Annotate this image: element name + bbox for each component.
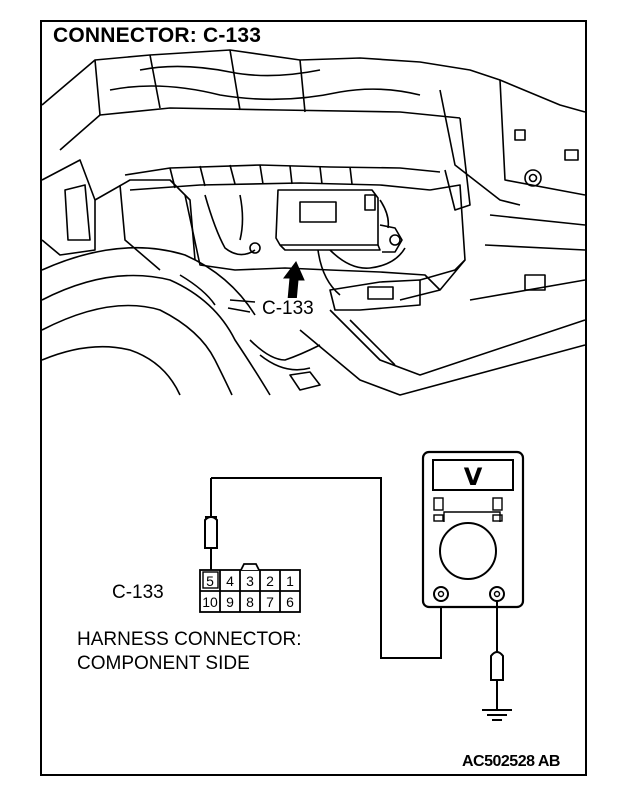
voltmeter bbox=[421, 450, 525, 609]
pin-6: 6 bbox=[286, 594, 294, 610]
harness-caption-line2: COMPONENT SIDE bbox=[77, 653, 250, 674]
pin-10: 10 bbox=[202, 594, 218, 610]
pin-8: 8 bbox=[246, 594, 254, 610]
ground-symbol-icon bbox=[482, 709, 512, 721]
test-lead-wire bbox=[211, 477, 442, 659]
connector-label: C-133 bbox=[112, 582, 164, 603]
pin-2: 2 bbox=[266, 573, 274, 589]
connector-pin-numbers: 5 4 3 2 1 10 9 8 7 6 bbox=[202, 573, 294, 610]
pin-9: 9 bbox=[226, 594, 234, 610]
dashboard-illustration bbox=[41, 49, 586, 396]
meter-display-v: V bbox=[464, 463, 483, 491]
connector-probe bbox=[204, 478, 218, 570]
figure-id: AC502528 AB bbox=[462, 753, 560, 770]
ground-probe bbox=[490, 601, 504, 710]
pin-7: 7 bbox=[266, 594, 274, 610]
photo-connector-callout: C-133 bbox=[260, 298, 316, 320]
pin-5: 5 bbox=[206, 573, 214, 589]
harness-caption-line1: HARNESS CONNECTOR: bbox=[77, 629, 302, 650]
diagram-frame bbox=[40, 20, 587, 776]
pin-3: 3 bbox=[246, 573, 254, 589]
connector-c133 bbox=[199, 563, 301, 613]
pin-4: 4 bbox=[226, 573, 234, 589]
pin-1: 1 bbox=[286, 573, 294, 589]
page-title: CONNECTOR: C-133 bbox=[53, 24, 262, 47]
